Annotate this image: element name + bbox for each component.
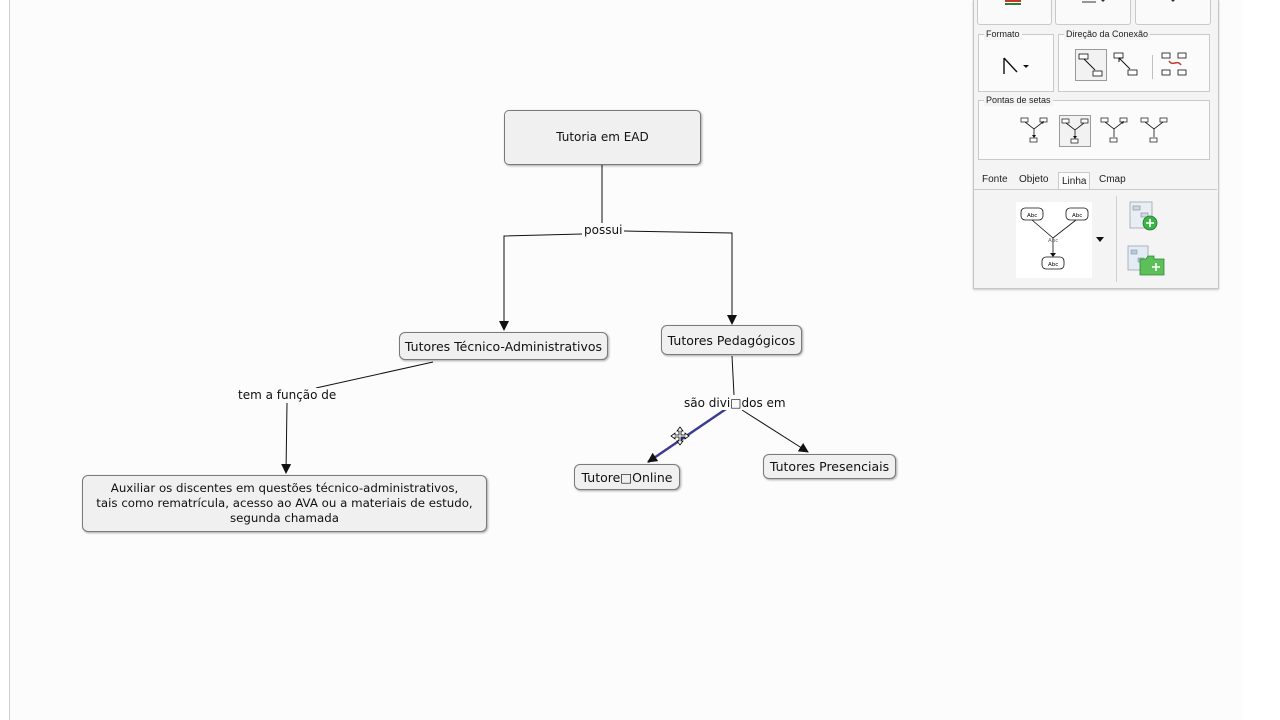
line-shape-icon bbox=[1003, 57, 1029, 74]
concept-label: Tutore□Online bbox=[581, 469, 673, 485]
arrowhead-option-1[interactable] bbox=[1019, 115, 1051, 147]
line-style-preview[interactable]: Abc Abc Abc Abc bbox=[1016, 202, 1092, 278]
tab-cmap[interactable]: Cmap bbox=[1099, 174, 1126, 185]
concept-tutores-presenciais[interactable]: Tutores Presenciais bbox=[763, 454, 896, 479]
concept-label-line-3: segunda chamada bbox=[230, 511, 339, 525]
tab-linha[interactable]: Linha bbox=[1058, 172, 1091, 190]
concept-tutoria-em-ead[interactable]: Tutoria em EAD bbox=[504, 110, 701, 165]
preview-label-3: Abc bbox=[1048, 238, 1058, 244]
group-title-formato: Formato bbox=[984, 29, 1022, 40]
concept-label: Tutores Pedagógicos bbox=[667, 332, 796, 348]
vertical-scrollbar[interactable] bbox=[1242, 0, 1280, 720]
line-possui-pedagogico[interactable] bbox=[623, 230, 737, 325]
style-panel: Formato Direção da Conexão bbox=[973, 0, 1219, 289]
arrowhead-none-icon bbox=[1140, 117, 1168, 143]
dropdown-arrow-icon bbox=[1096, 237, 1104, 242]
concept-tutores-pedagogicos[interactable]: Tutores Pedagógicos bbox=[661, 325, 802, 355]
arrowhead-option-3[interactable] bbox=[1099, 115, 1131, 147]
direction-reverse-button[interactable] bbox=[1159, 49, 1191, 81]
group-divider bbox=[1152, 55, 1153, 79]
arrowhead-start-icon bbox=[1100, 117, 1128, 143]
group-formato: Formato bbox=[978, 29, 1054, 92]
panel-top-button-2[interactable] bbox=[1055, 0, 1131, 25]
concept-label-line-2: tais como rematrícula, acesso ao AVA ou … bbox=[96, 496, 473, 510]
concept-label: Tutores Técnico-Administrativos bbox=[404, 338, 603, 354]
group-pontas-de-setas: Pontas de setas bbox=[978, 95, 1210, 160]
line-divididos-presenciais[interactable] bbox=[741, 409, 809, 453]
add-style-icon bbox=[1129, 201, 1158, 231]
arrowhead-option-4[interactable] bbox=[1139, 115, 1171, 147]
link-label-tem-a-funcao-de[interactable]: tem a função de bbox=[237, 388, 338, 402]
add-style-button[interactable] bbox=[1126, 200, 1162, 234]
panel-top-button-1[interactable] bbox=[977, 0, 1052, 25]
concept-tutores-online[interactable]: Tutore□Online bbox=[574, 464, 680, 490]
concept-label: Tutoria em EAD bbox=[556, 130, 649, 144]
tab-baseline bbox=[974, 189, 1217, 190]
concept-auxiliar-os-discentes[interactable]: Auxiliar os discentes em questões técnic… bbox=[82, 475, 487, 532]
line-weight-icon bbox=[1082, 0, 1105, 3]
direction-reverse-icon bbox=[1161, 52, 1187, 76]
line-tem-auxiliar[interactable] bbox=[281, 402, 292, 474]
tab-fonte[interactable]: Fonte bbox=[982, 174, 1008, 185]
line-pedagogico-divididos[interactable] bbox=[731, 355, 735, 396]
concept-label-line-1: Auxiliar os discentes em questões técnic… bbox=[110, 481, 459, 495]
move-cursor-icon bbox=[670, 426, 690, 446]
direction-backward-icon bbox=[1113, 52, 1138, 76]
preview-label-2: Abc bbox=[1072, 213, 1082, 219]
tab-objeto[interactable]: Objeto bbox=[1019, 174, 1049, 185]
group-title-pontas: Pontas de setas bbox=[984, 95, 1053, 106]
preview-label-1: Abc bbox=[1027, 213, 1037, 219]
concept-label: Tutores Presenciais bbox=[769, 459, 890, 474]
arrowhead-option-2[interactable] bbox=[1059, 115, 1091, 147]
group-direcao-da-conexao: Direção da Conexão bbox=[1058, 29, 1210, 92]
preview-label-4: Abc bbox=[1048, 262, 1058, 268]
line-preview-diagram: Abc Abc Abc Abc bbox=[1020, 207, 1089, 270]
color-bars-icon bbox=[1005, 0, 1021, 5]
direction-forward-button[interactable] bbox=[1075, 49, 1107, 81]
group-title-direcao: Direção da Conexão bbox=[1064, 29, 1151, 40]
preview-dropdown-button[interactable] bbox=[1094, 232, 1106, 242]
direction-backward-button[interactable] bbox=[1111, 49, 1143, 81]
link-label-sao-divididos-em[interactable]: são divi□dos em bbox=[683, 396, 787, 410]
concept-tutores-tecnico-administrativos[interactable]: Tutores Técnico-Administrativos bbox=[399, 332, 608, 360]
arrowhead-both-icon bbox=[1020, 117, 1048, 143]
link-label-possui[interactable]: possui bbox=[583, 223, 624, 237]
direction-forward-icon bbox=[1078, 53, 1103, 77]
dropdown-arrow-icon bbox=[1171, 0, 1175, 2]
line-possui-tecnico[interactable] bbox=[499, 233, 583, 331]
line-shape-button[interactable] bbox=[999, 50, 1039, 82]
add-folder-button[interactable] bbox=[1126, 244, 1166, 278]
line-tecnico-tem[interactable] bbox=[315, 361, 434, 389]
add-folder-icon bbox=[1127, 245, 1165, 276]
panel-top-button-3[interactable] bbox=[1135, 0, 1211, 25]
panel-divider bbox=[1116, 196, 1117, 282]
arrowhead-end-icon bbox=[1061, 118, 1089, 144]
